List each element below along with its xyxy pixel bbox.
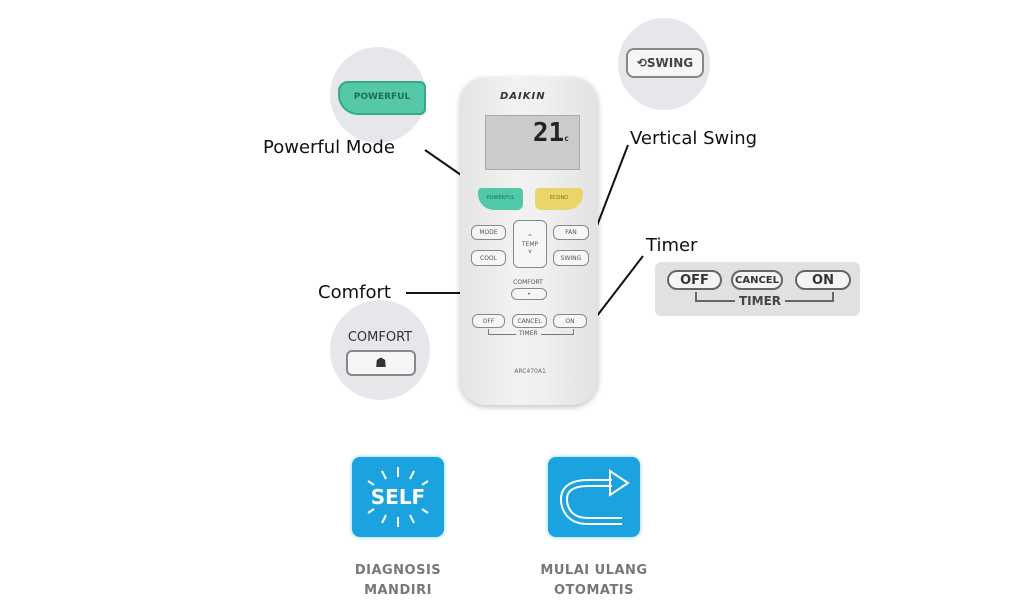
timer-inset-label: TIMER: [735, 294, 786, 308]
callout-vertical-swing: Vertical Swing: [630, 128, 758, 149]
econo-button[interactable]: ECONO: [535, 188, 583, 210]
model-number: ARC470A1: [514, 368, 546, 375]
lcd-display: 21c: [485, 115, 580, 170]
timer-inset-cancel: CANCEL: [731, 270, 783, 290]
timer-inset-on: ON: [795, 270, 851, 290]
fan-button[interactable]: FAN: [553, 225, 589, 240]
comfort-inset: COMFORT ☗: [330, 300, 430, 400]
self-diagnosis-tile: SELF: [352, 457, 444, 537]
return-arrow-icon: [559, 469, 630, 525]
temp-up-icon[interactable]: ^: [527, 233, 533, 241]
callout-powerful-mode: Powerful Mode: [263, 137, 395, 158]
comfort-button[interactable]: •: [511, 288, 547, 300]
callout-comfort: Comfort: [318, 282, 391, 303]
timer-off-button[interactable]: OFF: [472, 314, 505, 328]
comfort-label: COMFORT: [513, 279, 543, 286]
callout-timer: Timer: [646, 235, 698, 256]
burst-icon: [367, 467, 429, 527]
timer-inset: OFF CANCEL ON TIMER: [655, 262, 860, 316]
remote-timer-label: TIMER: [516, 330, 541, 337]
self-icon-text: SELF: [370, 485, 426, 509]
cool-button[interactable]: COOL: [471, 250, 506, 266]
swing-inset: ⟲SWING: [618, 18, 710, 110]
timer-cancel-button[interactable]: CANCEL: [512, 314, 547, 328]
swing-inset-button: ⟲SWING: [626, 48, 704, 78]
powerful-inset-button: POWERFUL: [338, 81, 426, 115]
auto-restart-tile: [548, 457, 640, 537]
temp-down-icon[interactable]: v: [528, 247, 532, 255]
daikin-logo: DAIKIN: [500, 91, 546, 102]
timer-inset-off: OFF: [667, 270, 722, 290]
comfort-inset-text: COMFORT: [347, 330, 413, 345]
timer-on-button[interactable]: ON: [553, 314, 587, 328]
mode-button[interactable]: MODE: [471, 225, 506, 240]
powerful-inset: POWERFUL: [330, 47, 426, 143]
powerful-button[interactable]: POWERFUL: [478, 188, 523, 210]
lcd-temperature: 21c: [532, 118, 569, 148]
swing-inset-text: SWING: [646, 56, 694, 70]
comfort-inset-button: ☗: [346, 350, 416, 376]
swing-button[interactable]: SWING: [553, 250, 589, 266]
